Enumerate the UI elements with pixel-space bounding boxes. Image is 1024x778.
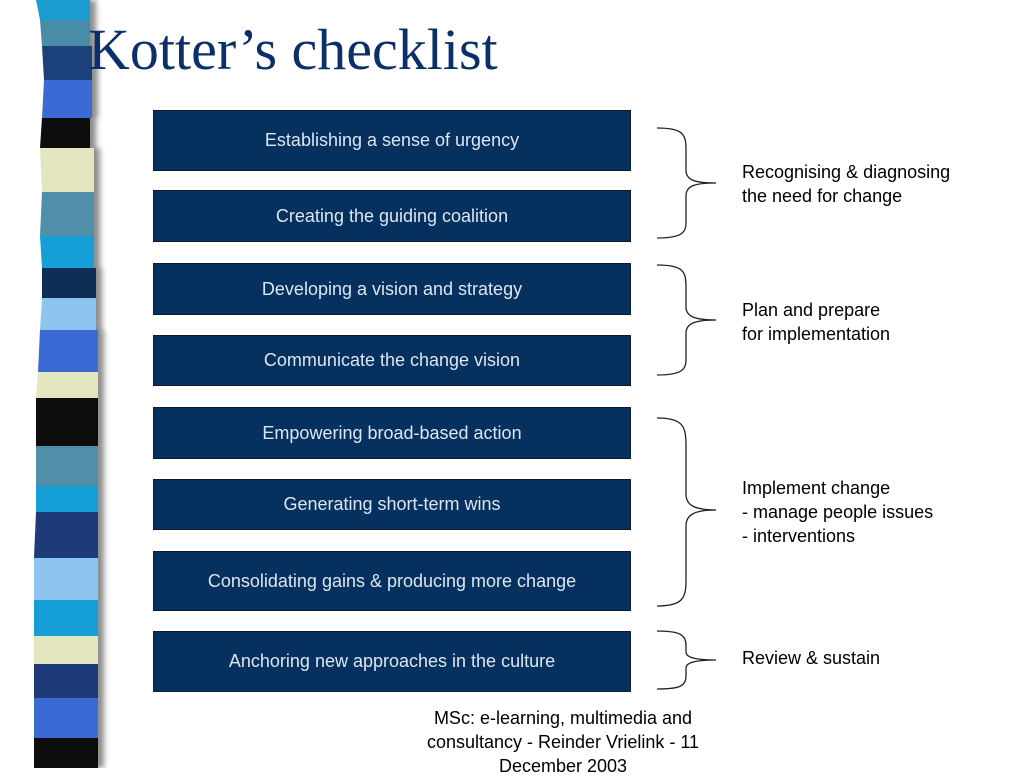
step-box-empowering: Empowering broad-based action [153,407,631,459]
phase-braces [656,127,717,690]
brace-recognising [656,127,717,239]
brace-plan [656,264,717,376]
step-box-short-term-wins: Generating short-term wins [153,479,631,530]
step-box-anchoring: Anchoring new approaches in the culture [153,631,631,692]
step-box-consolidating: Consolidating gains & producing more cha… [153,551,631,611]
slide-title: Kotter’s checklist [88,17,498,82]
phase-label-implement: Implement change - manage people issues … [742,478,934,546]
step-box-communicate: Communicate the change vision [153,335,631,386]
decorative-stripe [34,0,98,768]
step-box-coalition: Creating the guiding coalition [153,190,631,242]
phase-label-recognising: Recognising & diagnosing the need for ch… [742,162,951,206]
slide-footer: MSc: e-learning, multimedia and consulta… [426,708,700,776]
step-box-vision: Developing a vision and strategy [153,263,631,315]
brace-review [656,630,717,690]
step-box-urgency: Establishing a sense of urgency [153,110,631,171]
phase-label-review: Review & sustain [742,648,881,668]
brace-implement [656,417,717,607]
phase-label-plan: Plan and prepare for implementation [742,300,891,344]
